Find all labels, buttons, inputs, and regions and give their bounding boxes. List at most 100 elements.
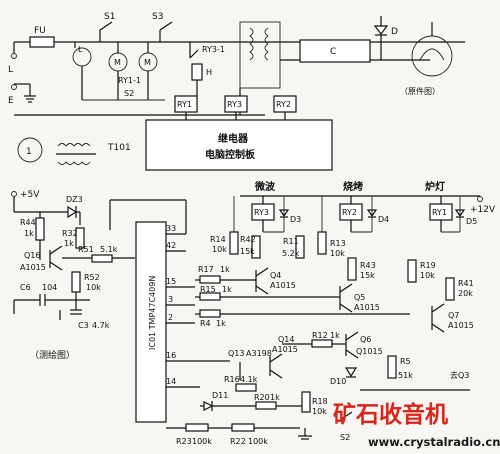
fuse-fu <box>29 36 55 48</box>
r17-value: 1k <box>220 265 230 274</box>
r14 <box>229 231 239 255</box>
motor-l-label: L <box>78 45 83 54</box>
to-q3-label: 去Q3 <box>450 370 469 380</box>
r5-value: 51k <box>398 371 413 380</box>
r13-label: R13 <box>330 239 346 248</box>
q13-label: Q13 <box>228 349 244 358</box>
r20-label: R20 <box>254 393 270 402</box>
r51-label: R51 <box>78 245 94 254</box>
r18-value: 10k <box>312 407 327 416</box>
watermark-chinese: 矿石收音机 <box>333 401 448 428</box>
relay-board-line1: 继电器 <box>218 132 249 145</box>
r12 <box>311 339 333 348</box>
coil-ry3-label: RY3 <box>254 208 269 217</box>
r13 <box>317 231 327 255</box>
r23-value: 100k <box>192 437 212 446</box>
r41 <box>445 277 455 301</box>
s2-bottom-label: S2 <box>340 433 350 442</box>
ry2-label: RY2 <box>276 100 291 109</box>
q5-type: A1015 <box>354 303 380 312</box>
r23 <box>185 423 209 432</box>
ry3-1-label: RY3-1 <box>202 45 225 54</box>
relay-board-line2: 电脑控制板 <box>205 148 256 161</box>
r52 <box>71 271 81 293</box>
r13-value: 10k <box>330 249 345 258</box>
q7-label: Q7 <box>448 311 459 320</box>
r4-value: 1k <box>216 319 226 328</box>
mains-section: FU L E S1 S3 L M M RY1-1 S2 <box>8 12 465 116</box>
heater-label: H <box>206 68 212 77</box>
s2-label: S2 <box>124 89 134 98</box>
q7-type: A1015 <box>448 321 474 330</box>
q13-type: A3198 <box>246 349 272 358</box>
q5-label: Q5 <box>354 293 365 302</box>
dz3-label: DZ3 <box>66 195 83 204</box>
pin-15-label: 15 <box>166 277 176 286</box>
q16-type: A1015 <box>20 263 46 272</box>
control-board-section: 1 T101 继电器 电脑控制板 <box>17 112 333 171</box>
r14-value: 10k <box>212 245 227 254</box>
test-note: （测绘图） <box>30 349 75 361</box>
r17-label: R17 <box>198 265 214 274</box>
q4-type: A1015 <box>270 281 296 290</box>
c3-value: 4.7k <box>92 321 110 330</box>
c6-label: C6 <box>20 283 31 292</box>
microwave-label: 微波 <box>254 180 276 193</box>
pin-14-label: 14 <box>166 377 176 386</box>
r32 <box>75 227 85 249</box>
ic-name-label: IC01 TMP47C409N <box>148 276 157 350</box>
s1-label: S1 <box>104 12 115 22</box>
r5 <box>387 355 397 379</box>
watermark-url: www.crystalradio.cn <box>368 435 500 449</box>
magnetron-note: （原件图） <box>400 86 440 96</box>
r19-value: 10k <box>420 271 435 280</box>
pin-16-label: 16 <box>166 351 176 360</box>
circle-one-label: 1 <box>26 147 32 157</box>
circle-one <box>17 137 43 163</box>
q14-label: Q14 <box>278 335 294 344</box>
ry3-label: RY3 <box>227 100 242 109</box>
r52-label: R52 <box>84 273 100 282</box>
r43-label: R43 <box>360 261 376 270</box>
r22 <box>231 423 255 432</box>
r51 <box>91 254 113 263</box>
watermark: 矿石收音机 www.crystalradio.cn <box>333 401 500 449</box>
q16-label: Q16 <box>24 251 40 260</box>
r43 <box>347 257 357 281</box>
driver-section: +12V 微波 烧烤 炉灯 RY3 D3 RY2 D4 RY1 D5 <box>166 180 496 446</box>
r32-value: 1k <box>64 239 74 248</box>
motor-2-label: M <box>144 58 151 67</box>
d11-label: D11 <box>212 391 228 400</box>
fuse-label: FU <box>34 26 46 36</box>
r43-value: 15k <box>360 271 375 280</box>
q6-label: Q6 <box>360 335 371 344</box>
r11-label: R11 <box>283 237 299 246</box>
pin-33-label: 33 <box>166 224 176 233</box>
r18-label: R18 <box>312 397 328 406</box>
d5-label: D5 <box>466 217 477 226</box>
ic01: IC01 TMP47C409N 33 42 15 3 2 16 14 <box>109 199 230 423</box>
s3-label: S3 <box>152 12 163 22</box>
left-supply: +5V DZ3 R44 1k R32 1k Q16 A1015 R51 5.1k… <box>11 190 135 361</box>
plus12v-label: +12V <box>470 205 496 215</box>
c6-value: 104 <box>42 283 57 292</box>
heater-h <box>191 63 203 81</box>
r14-label: R14 <box>210 235 226 244</box>
pin-3-label: 3 <box>168 295 173 304</box>
r32-label: R32 <box>62 229 78 238</box>
r44-label: R44 <box>20 218 36 227</box>
d4-label: D4 <box>378 215 389 224</box>
r15-label: R15 <box>200 285 216 294</box>
ry1-1-label: RY1-1 <box>118 76 141 85</box>
r4-label: R4 <box>200 319 211 328</box>
d10-label: D10 <box>330 377 346 386</box>
lamp-label: 炉灯 <box>425 180 445 193</box>
r41-value: 20k <box>458 289 473 298</box>
r19 <box>407 259 417 283</box>
coil-ry1-label: RY1 <box>432 208 447 217</box>
c3-label: C3 <box>78 321 89 330</box>
r51-value: 5.1k <box>100 245 118 254</box>
pin-2-label: 2 <box>168 313 173 322</box>
